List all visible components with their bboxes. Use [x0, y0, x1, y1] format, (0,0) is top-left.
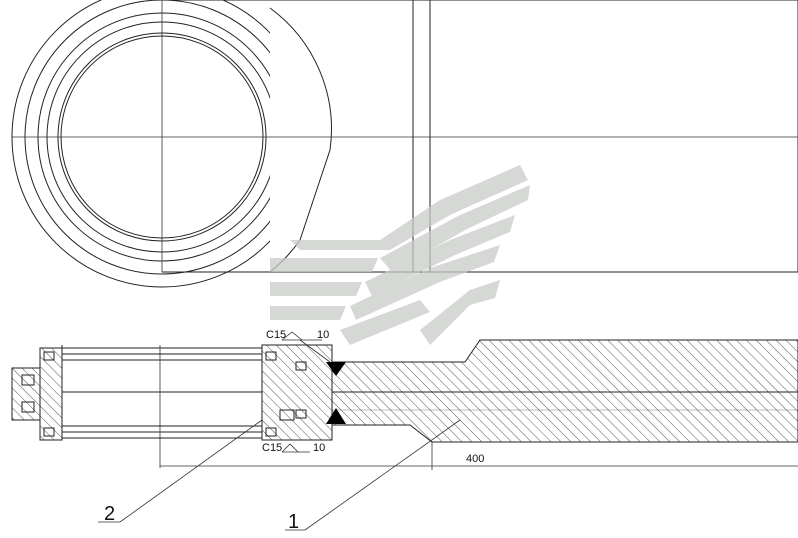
- rod-section: [331, 339, 798, 443]
- leader-part-1: [304, 419, 461, 531]
- part-number-2: 2: [104, 503, 115, 525]
- leader-part-2: [119, 419, 263, 523]
- watermark-logo: [270, 165, 530, 345]
- weld-size-label-bottom: 10: [313, 442, 325, 454]
- pin-flange-left: [11, 367, 41, 421]
- weld-bottom: [326, 408, 346, 424]
- part-number-1: 1: [288, 511, 299, 533]
- eye-housing-right-wall: [261, 344, 333, 441]
- eye-housing-left-wall: [39, 347, 63, 441]
- top-view: [11, 0, 798, 288]
- weld-size-label-top: 10: [317, 329, 329, 341]
- weld-top: [326, 362, 346, 376]
- chamfer-label-bottom: C15: [262, 442, 282, 454]
- dimension-label: 400: [466, 453, 484, 465]
- chamfer-label-top: C15: [266, 329, 286, 341]
- rod-outline: [162, 0, 798, 273]
- section-view: [11, 331, 798, 531]
